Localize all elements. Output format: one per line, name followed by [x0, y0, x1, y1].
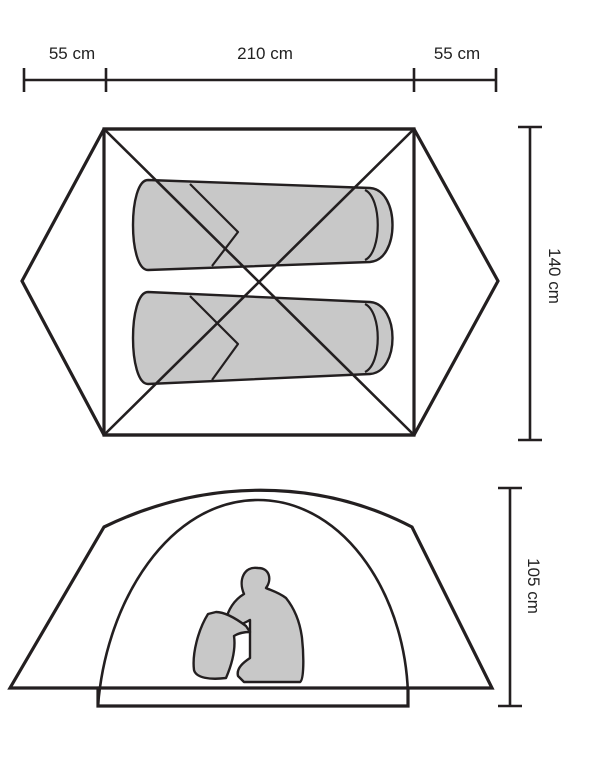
tent-floor-base [96, 686, 410, 708]
inner-tent-outline [102, 127, 416, 437]
vestibule-left-label: 55 cm [49, 44, 95, 63]
seated-person-icon [192, 566, 305, 684]
inner-length-label: 210 cm [237, 44, 293, 63]
length-dimension-bar: 55 cm 210 cm 55 cm [22, 44, 498, 92]
sleeping-bag-top-zip [364, 189, 379, 261]
sleeping-bag-bottom-body [131, 290, 394, 386]
tent-floor-plan [20, 127, 500, 437]
pole-diagonal-b [102, 127, 416, 437]
sleeping-bag-bottom [131, 290, 394, 386]
vestibule-right-label: 55 cm [434, 44, 480, 63]
person-silhouette [224, 566, 305, 684]
width-label: 140 cm [545, 248, 564, 304]
width-dimension-bar: 140 cm [518, 125, 564, 442]
sleeping-bag-top-hood [189, 183, 240, 267]
fly-side-outline [7, 488, 495, 690]
sleeping-bag-bottom-zip [364, 303, 379, 373]
height-label: 105 cm [524, 558, 543, 614]
height-dimension-bar: 105 cm [498, 486, 543, 708]
tent-side-view [7, 488, 495, 708]
sleeping-bag-top [131, 178, 394, 272]
sleeping-bag-bottom-hood [189, 295, 240, 381]
sleeping-bag-top-body [131, 178, 394, 272]
inner-tent-arch [96, 498, 410, 708]
sleeping-bag-side [192, 610, 252, 680]
